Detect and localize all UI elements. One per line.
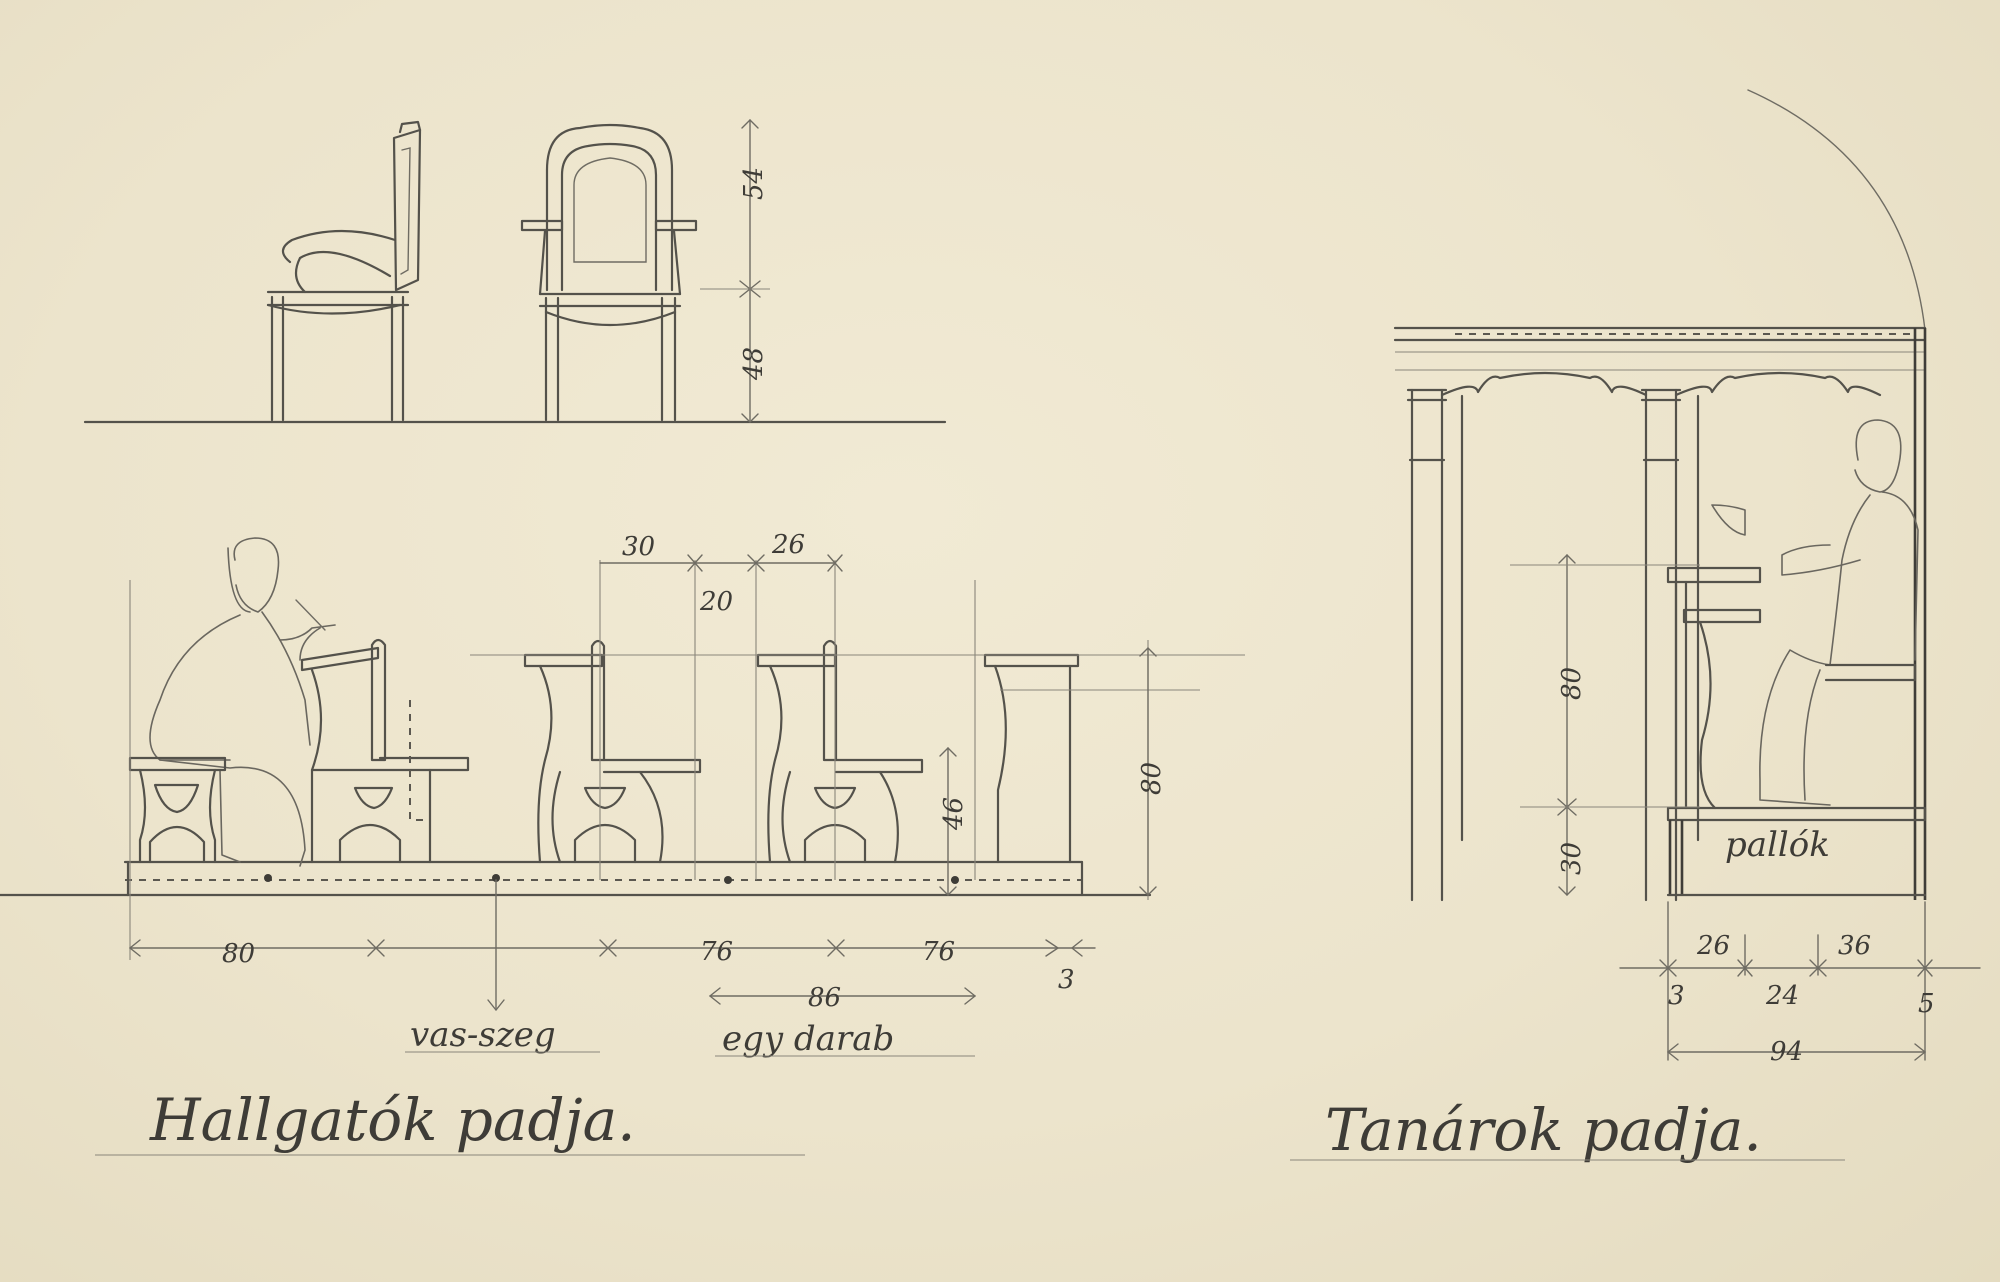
label-planks: pallók [1725, 825, 1830, 865]
dim-80: 80 [222, 939, 255, 969]
teacher-bottom-dims: 26 36 3 24 5 94 [1619, 901, 1981, 1067]
teacher-desk [1666, 566, 1917, 810]
bench-bottom-dims: 80 76 76 86 3 [128, 879, 1096, 1013]
bench-unit-4 [951, 653, 1080, 884]
desk-top-dims: 30 26 20 [599, 530, 843, 617]
armchair-front-view [520, 123, 698, 422]
dim-94: 94 [1770, 1037, 1803, 1067]
dim-seat-height: 48 [739, 347, 769, 381]
armchair-height-dims: 54 48 [700, 119, 770, 423]
bench-unit-3 [724, 639, 924, 884]
label-one-piece: egy darab [722, 1019, 894, 1059]
columns-arches [1406, 371, 1882, 902]
label-iron-nail: vas-szeg [410, 1015, 556, 1055]
dim-teacher-desk-80: 80 [1557, 667, 1587, 700]
dim-76-b: 76 [922, 937, 955, 967]
title-student-bench: Hallgatók padja. [149, 1086, 636, 1154]
teacher-height-dims: 80 30 [1510, 554, 1700, 896]
dim-back-height: 54 [739, 167, 769, 200]
armchair-side-view [266, 120, 422, 422]
dim-86: 86 [808, 983, 841, 1013]
dim-26: 26 [1696, 931, 1730, 961]
bench-unit-1 [128, 638, 470, 882]
platform: pallók [1666, 806, 1927, 897]
dim-desk-a: 30 [622, 532, 655, 562]
dim-76-a: 76 [700, 937, 733, 967]
bench-unit-2 [492, 639, 702, 882]
canopy-beam [1393, 326, 1927, 371]
dim-seat-46: 46 [939, 797, 969, 831]
dim-3: 3 [1058, 965, 1075, 995]
armchair-elevations: 54 48 [83, 119, 947, 424]
construction-lines [129, 560, 1245, 960]
teacher-figure [1711, 419, 1919, 806]
title-teacher-bench: Tanárok padja. [1325, 1096, 1762, 1164]
dim-24: 24 [1765, 981, 1799, 1011]
dim-36: 36 [1838, 931, 1871, 961]
dim-platform-30: 30 [1557, 842, 1587, 875]
bench-height-dims: 46 80 [939, 647, 1167, 896]
dim-desk-b: 26 [771, 530, 805, 560]
dim-desk-80: 80 [1137, 762, 1167, 795]
student-bench-row: 30 26 20 46 80 80 76 76 86 3 vas-s [0, 530, 1245, 1156]
dim-desk-c: 20 [699, 587, 733, 617]
dim-5: 5 [1918, 989, 1935, 1019]
teacher-bench: pallók 80 30 26 36 3 24 5 94 Tanárok [1290, 89, 1981, 1164]
dim-t3: 3 [1668, 981, 1685, 1011]
student-figure [149, 537, 336, 867]
